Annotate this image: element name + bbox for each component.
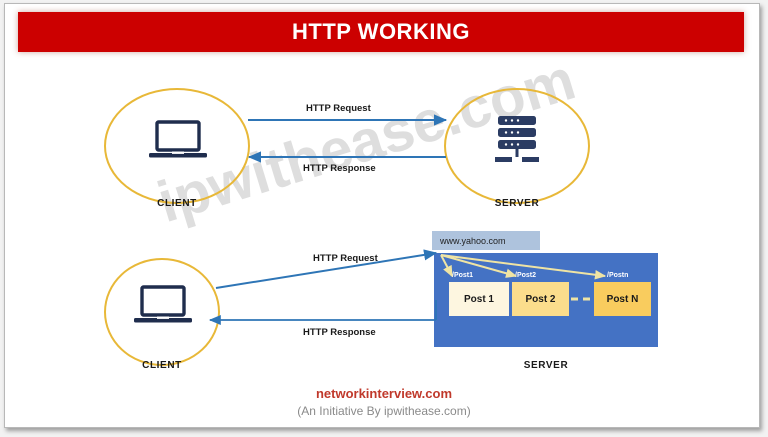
laptop-icon bbox=[149, 120, 207, 158]
post-box-1-label: Post 1 bbox=[463, 293, 494, 305]
footer-subtitle: (An Initiative By ipwithease.com) bbox=[297, 404, 471, 418]
top-client-ellipse bbox=[104, 88, 250, 204]
post-box-2-label: Post 2 bbox=[525, 293, 556, 305]
top-response-label: HTTP Response bbox=[303, 163, 376, 174]
bottom-request-label: HTTP Request bbox=[313, 253, 378, 264]
bottom-response-label: HTTP Response bbox=[303, 327, 376, 338]
post-box-n-label: Post N bbox=[606, 293, 639, 305]
bottom-client-label: CLIENT bbox=[142, 360, 182, 371]
server-rack-icon bbox=[495, 116, 539, 162]
post-tag-1: /Post1 bbox=[452, 272, 474, 279]
post-tag-2: /Post2 bbox=[515, 272, 537, 279]
footer-brand: networkinterview.com bbox=[315, 386, 453, 401]
post-box-2[interactable]: Post 2 bbox=[512, 282, 569, 316]
post-box-n[interactable]: Post N bbox=[594, 282, 651, 316]
top-request-label: HTTP Request bbox=[306, 103, 371, 114]
top-client-label: CLIENT bbox=[157, 198, 197, 209]
page-title: HTTP WORKING bbox=[292, 19, 470, 44]
bottom-client-ellipse bbox=[104, 258, 220, 366]
post-box-1[interactable]: Post 1 bbox=[449, 282, 509, 316]
header-banner: HTTP WORKING bbox=[18, 12, 744, 52]
top-server-ellipse bbox=[444, 88, 590, 204]
bottom-server-label: SERVER bbox=[523, 360, 569, 371]
post-tag-n: /Postn bbox=[607, 272, 629, 279]
laptop-icon bbox=[134, 285, 192, 323]
url-text: www.yahoo.com bbox=[440, 235, 506, 246]
top-server-label: SERVER bbox=[494, 198, 540, 209]
url-address-box[interactable]: www.yahoo.com bbox=[432, 231, 540, 250]
